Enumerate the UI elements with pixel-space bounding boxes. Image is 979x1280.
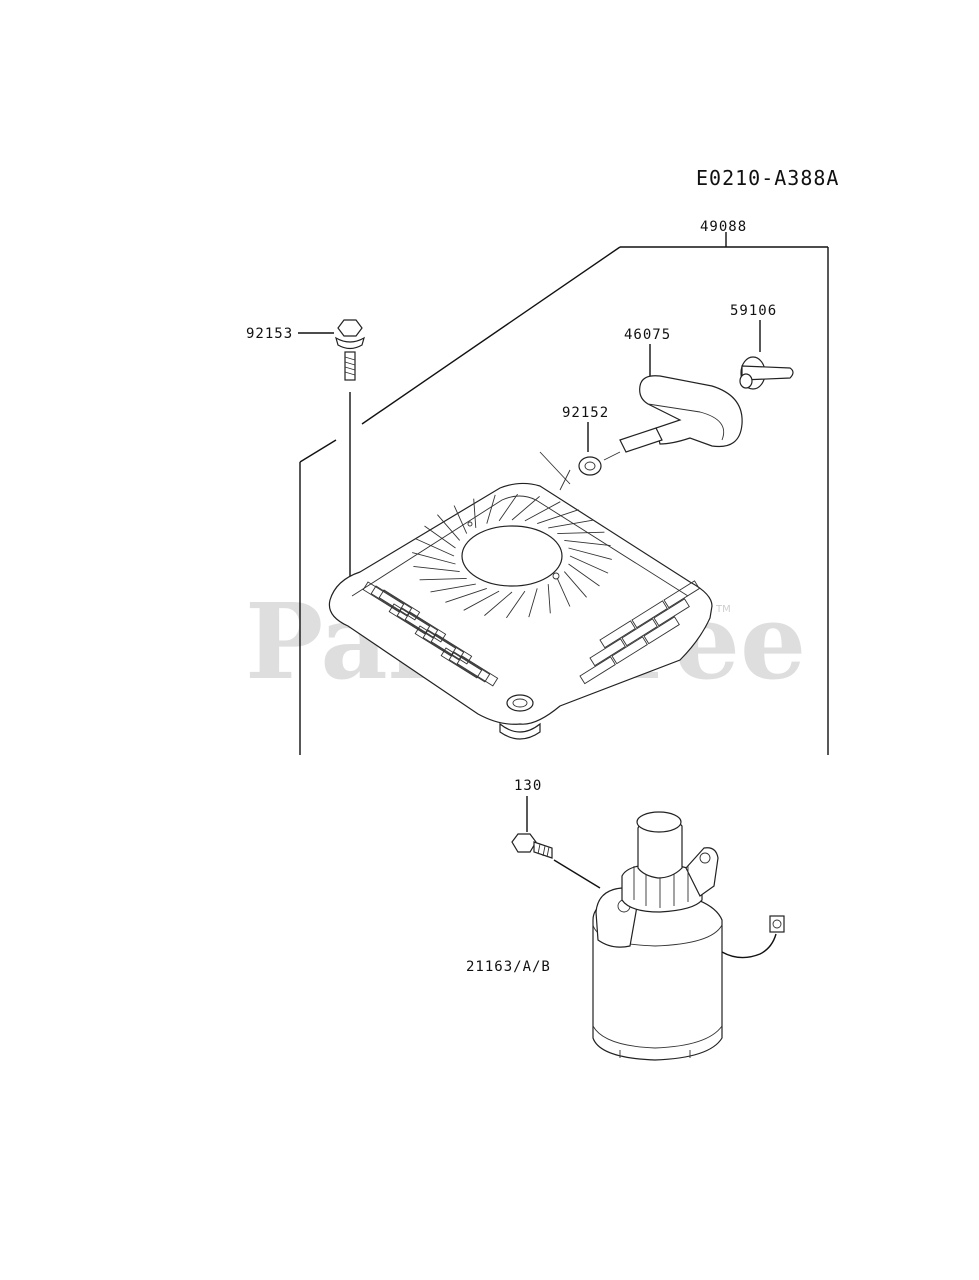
cover-slot-left [448, 651, 491, 683]
label-21163: 21163/A/B [466, 959, 551, 975]
cover-vent [463, 590, 500, 611]
cover-vent [569, 555, 609, 574]
cover-vent [547, 584, 551, 614]
cover-vent [419, 577, 467, 581]
cover-slot-right [663, 580, 700, 609]
recoil-starter-cover [328, 451, 713, 740]
label-130: 130 [514, 778, 542, 794]
cover-vent [453, 505, 468, 534]
bolt-130 [511, 833, 553, 859]
grip-59106 [739, 356, 794, 390]
cover-vent [563, 571, 587, 598]
cover-slot-right [589, 638, 626, 667]
cover-slot-right [611, 636, 648, 665]
cover-vent [568, 563, 600, 587]
label-46075: 46075 [624, 327, 671, 343]
cover-side-slots [362, 580, 700, 687]
bushing-92152 [578, 456, 602, 476]
cover-vent [484, 591, 513, 616]
cover-vent [415, 538, 455, 557]
cover-vent [473, 498, 477, 528]
label-49088: 49088 [700, 219, 747, 235]
cover-vent [511, 496, 540, 521]
rope-line [603, 451, 621, 461]
cover-vents [412, 493, 612, 619]
cover-slot-right [599, 620, 636, 649]
cover-vent [486, 494, 496, 524]
handle-46075 [619, 375, 743, 453]
cover-vent [506, 590, 526, 619]
watermark-trademark: TM [715, 604, 731, 615]
starter-motor-21163 [592, 811, 785, 1061]
cover-slot-right [631, 600, 668, 629]
cover-vent [568, 547, 612, 560]
cover-vent [445, 587, 487, 603]
label-59106: 59106 [730, 303, 777, 319]
cover-slot-right [579, 656, 616, 685]
assembly-bracket [299, 232, 829, 755]
cover-slot-left [456, 655, 499, 687]
label-92153: 92153 [246, 326, 293, 342]
cover-vent [537, 509, 579, 525]
cover-vent [524, 501, 561, 522]
cover-vent [548, 519, 594, 529]
cover-vent [557, 531, 605, 535]
cover-vent [437, 514, 461, 541]
cover-slot-right [621, 618, 658, 647]
cover-vent [564, 539, 611, 547]
cover-slot-right [653, 598, 690, 627]
cover-vent [498, 493, 518, 522]
label-92152: 92152 [562, 405, 609, 421]
bolt-92153 [335, 319, 365, 381]
cover-slot-left [440, 647, 483, 679]
cover-vent [412, 552, 456, 565]
cover-vent [424, 525, 456, 549]
cover-vent [413, 565, 460, 573]
cover-slot-right [643, 616, 680, 645]
cover-vent [556, 578, 571, 607]
diagram-code: E0210-A388A [696, 166, 839, 190]
cover-vent [430, 583, 476, 593]
cover-vent [528, 588, 538, 618]
leader-bolt-130-axis [553, 859, 601, 889]
